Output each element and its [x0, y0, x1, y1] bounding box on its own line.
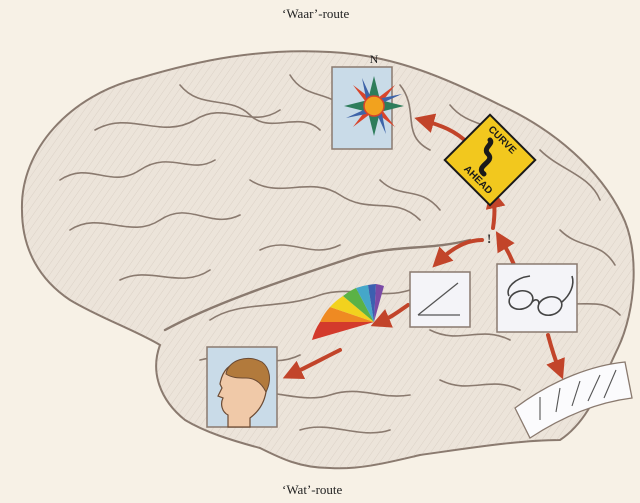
- line-fan-icon: [514, 361, 633, 439]
- exclamation-marker: !: [487, 231, 491, 246]
- arrow-glasses-to-fan: [546, 333, 565, 380]
- compass-icon: N: [331, 52, 404, 150]
- arrow-marker-to-angle: [432, 238, 484, 268]
- arrow-spectrum-to-head: [282, 348, 342, 379]
- compass-north-letter: N: [370, 52, 379, 66]
- color-spectrum-icon: [312, 284, 384, 340]
- arrow-angle-to-spectrum: [370, 303, 410, 328]
- where-route-label: ‘Waar’-route: [282, 6, 350, 21]
- what-route-label: ‘Wat’-route: [282, 482, 343, 497]
- head-profile-icon: [206, 346, 278, 428]
- angle-icon: [409, 271, 471, 328]
- glasses-icon: [496, 263, 578, 333]
